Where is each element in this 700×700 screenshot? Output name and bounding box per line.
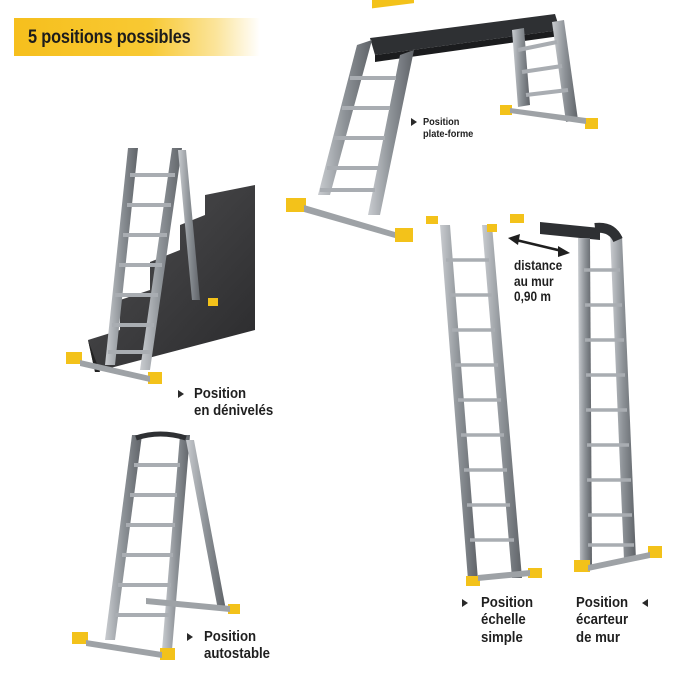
label-echelle-simple: Position échelle simple	[481, 594, 533, 646]
label-line: plate-forme	[423, 128, 474, 141]
label-ecarteur: Position écarteur de mur	[576, 594, 628, 646]
ladder-aframe-illustration	[72, 431, 240, 660]
pointer-arrow-icon	[462, 599, 468, 607]
label-line: écarteur	[576, 611, 629, 629]
ladder-wall-standoff-illustration	[510, 214, 662, 572]
label-line: distance	[514, 258, 563, 273]
pointer-arrow-icon	[411, 118, 417, 126]
label-line: Position	[576, 594, 629, 611]
pointer-arrow-icon	[187, 633, 193, 641]
banner-title: 5 positions possibles	[28, 27, 191, 48]
label-line: simple	[481, 628, 523, 646]
label-line: autostable	[204, 645, 271, 663]
ladder-platform-illustration	[286, 0, 598, 242]
pointer-arrow-icon	[178, 390, 184, 398]
label-autostable: Position autostable	[204, 628, 270, 663]
title-banner: 5 positions possibles	[14, 18, 260, 56]
label-line: en dénivelés	[194, 402, 274, 420]
double-arrow-icon	[508, 234, 570, 257]
label-line: Position	[423, 116, 460, 128]
label-line: de mur	[576, 628, 621, 646]
label-line: échelle	[481, 611, 526, 629]
ladder-straight-illustration	[426, 216, 542, 586]
label-line: Position	[481, 594, 534, 611]
ladder-stairs-illustration	[66, 148, 255, 384]
pointer-arrow-icon	[642, 599, 648, 607]
label-denivele: Position en dénivelés	[194, 385, 273, 420]
label-line: Position	[204, 628, 257, 645]
label-line: au mur	[514, 273, 554, 289]
label-plate-forme: Position plate-forme	[423, 116, 473, 140]
label-line: 0,90 m	[514, 289, 551, 305]
label-line: Position	[194, 385, 247, 402]
label-distance: distance au mur 0,90 m	[514, 258, 562, 305]
